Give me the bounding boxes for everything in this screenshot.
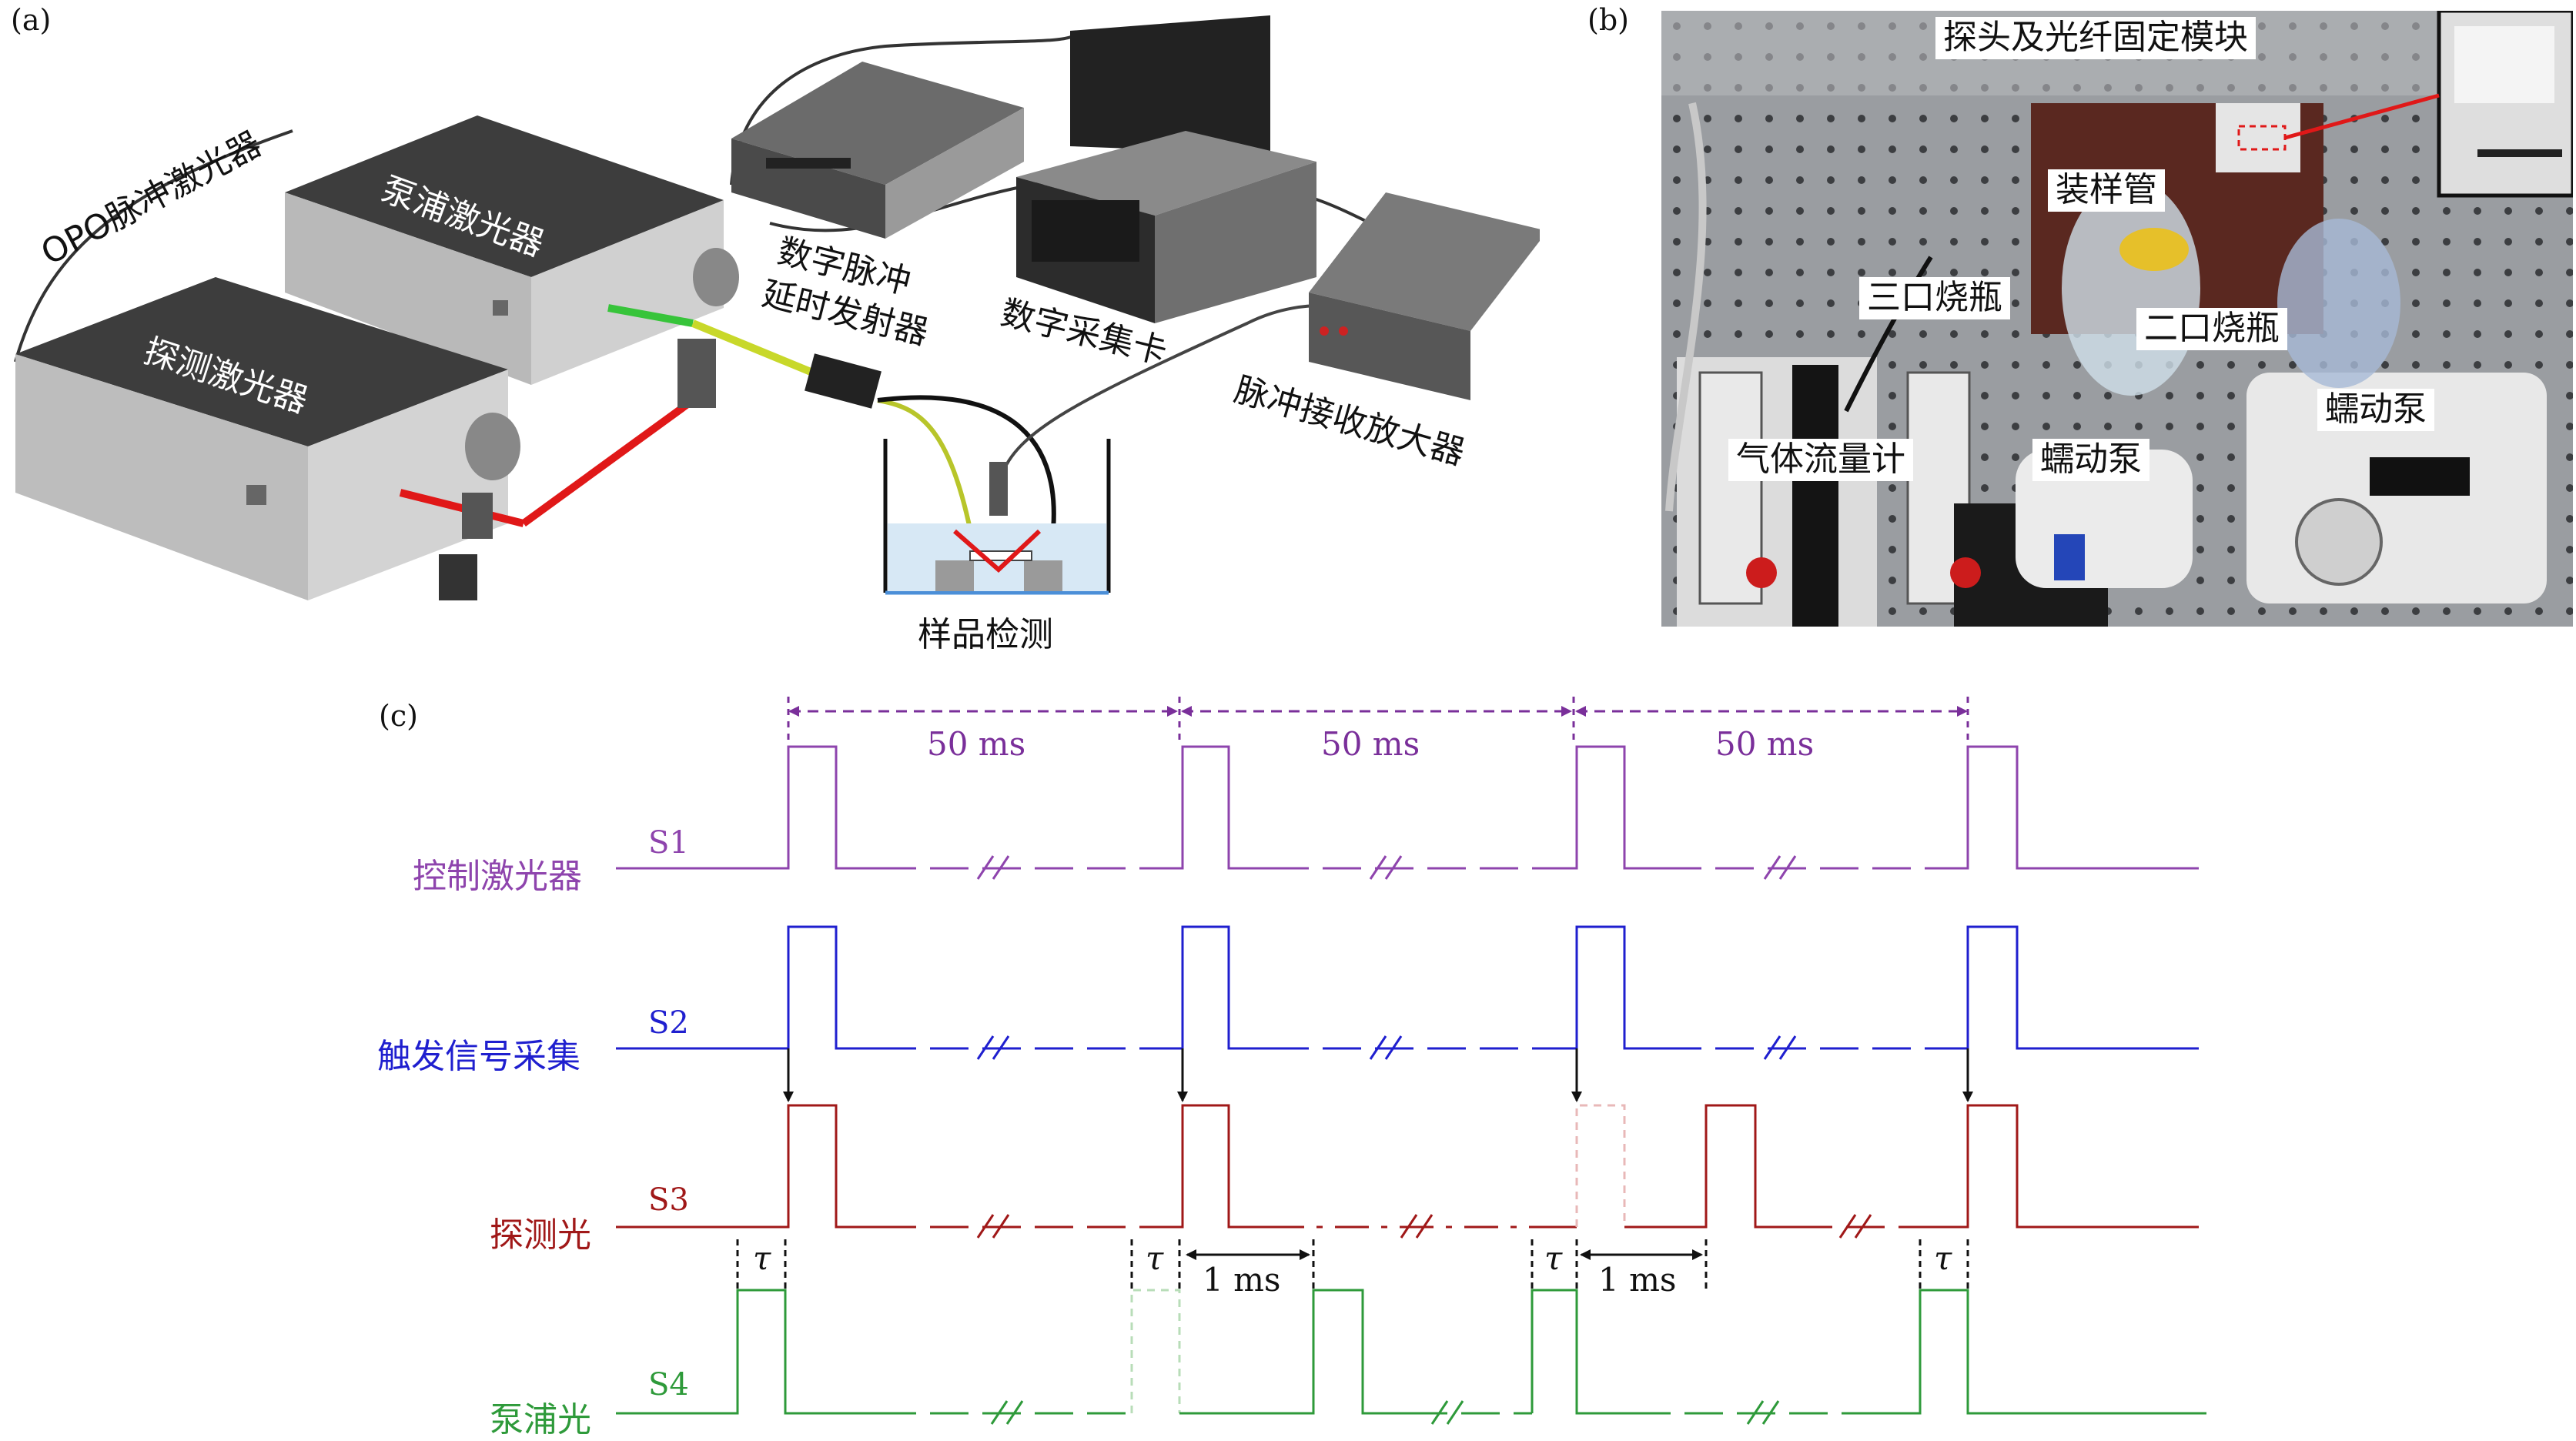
pulse-receiver-box <box>1309 192 1540 400</box>
label-peristaltic-pump-large: 蠕动泵 <box>2317 389 2434 431</box>
delay-arrows <box>1186 1239 1708 1290</box>
label-three-neck-flask: 三口烧瓶 <box>1859 277 2010 319</box>
panel-c-label: (c) <box>379 699 418 733</box>
delay-label-2: 1 ms <box>1598 1261 1677 1299</box>
signal-s3-name: 探测光 <box>490 1215 591 1255</box>
period-ticks <box>787 697 1969 743</box>
daq-computer <box>1016 15 1316 323</box>
lab-photo-drawing <box>1661 11 2573 627</box>
tau-label-3: τ <box>1544 1239 1563 1277</box>
label-peristaltic-pump-small: 蠕动泵 <box>2032 439 2149 481</box>
setup-schematic <box>14 15 1540 600</box>
label-two-neck-flask: 二口烧瓶 <box>2136 308 2287 350</box>
probe-laser-box <box>15 277 520 600</box>
interval-label-3: 50 ms <box>1715 725 1815 763</box>
signal-s2-id: S2 <box>648 1005 689 1041</box>
signal-s3-trace <box>616 1104 2199 1239</box>
sample-detection-label: 样品检测 <box>918 615 1053 654</box>
interval-label-1: 50 ms <box>927 725 1026 763</box>
panel-a-label: (a) <box>11 3 52 37</box>
delay-label-1: 1 ms <box>1203 1261 1281 1299</box>
signal-s1-id: S1 <box>648 825 689 861</box>
interval-label-2: 50 ms <box>1321 725 1420 763</box>
signal-s4-name: 泵浦光 <box>490 1400 591 1439</box>
signal-s1-name: 控制激光器 <box>413 857 582 896</box>
tau-label-4: τ <box>1934 1239 1952 1277</box>
pump-laser-box <box>285 115 739 385</box>
panel-b-label: (b) <box>1587 3 1629 37</box>
signal-s1-trace <box>616 745 2199 880</box>
signal-s2-trace <box>616 925 2199 1060</box>
pulse-generator-box <box>731 62 1024 239</box>
tau-markers <box>736 1239 1969 1290</box>
signal-s2-name: 触发信号采集 <box>377 1037 580 1076</box>
label-probe-fixture: 探头及光纤固定模块 <box>1935 17 2256 59</box>
tau-label-1: τ <box>753 1239 771 1277</box>
label-gas-flowmeter: 气体流量计 <box>1728 439 1913 481</box>
signal-s4-id: S4 <box>648 1367 689 1403</box>
label-sample-tube: 装样管 <box>2048 169 2165 212</box>
signal-s4-trace <box>616 1289 2206 1425</box>
trigger-arrows <box>783 1048 1973 1102</box>
signal-s3-id: S3 <box>648 1182 689 1218</box>
lab-photo <box>1661 11 2573 627</box>
tau-label-2: τ <box>1146 1239 1164 1277</box>
sample-tank <box>883 439 1111 595</box>
